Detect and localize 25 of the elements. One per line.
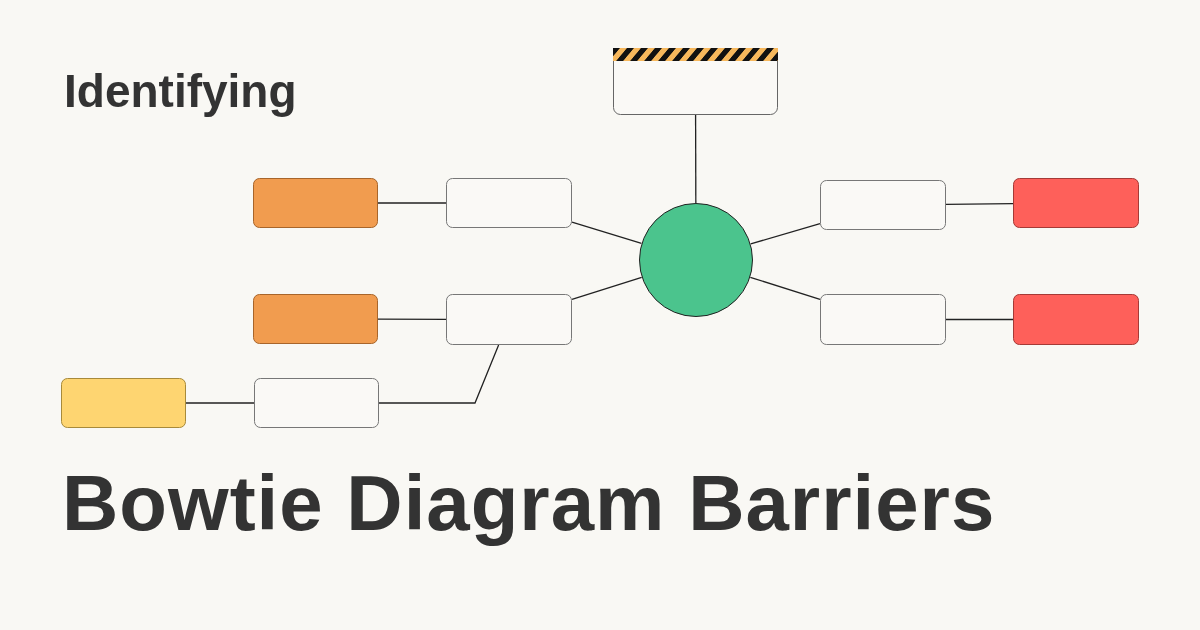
connector-line — [378, 344, 500, 404]
subtitle: Identifying — [64, 64, 297, 118]
hazard-box — [613, 48, 778, 115]
connector-line — [185, 402, 255, 404]
barrier-box — [820, 180, 946, 230]
connector-line — [749, 276, 821, 301]
top-event-circle — [639, 203, 753, 317]
barrier-box — [254, 378, 379, 428]
barrier-box — [446, 294, 572, 345]
threat-box — [253, 294, 378, 344]
connector-line — [945, 318, 1014, 321]
connector-line — [945, 203, 1014, 205]
barrier-box — [820, 294, 946, 345]
barrier-box — [446, 178, 572, 228]
consequence-box — [1013, 178, 1139, 228]
connector-line — [571, 221, 643, 245]
threat-box — [253, 178, 378, 228]
escalation-factor-box — [61, 378, 186, 428]
title: Bowtie Diagram Barriers — [62, 458, 996, 549]
connector-line — [571, 276, 643, 301]
connector-line — [377, 318, 447, 320]
connector-line — [694, 114, 697, 204]
consequence-box — [1013, 294, 1139, 345]
connector-line — [377, 202, 447, 204]
connector-line — [750, 222, 821, 245]
